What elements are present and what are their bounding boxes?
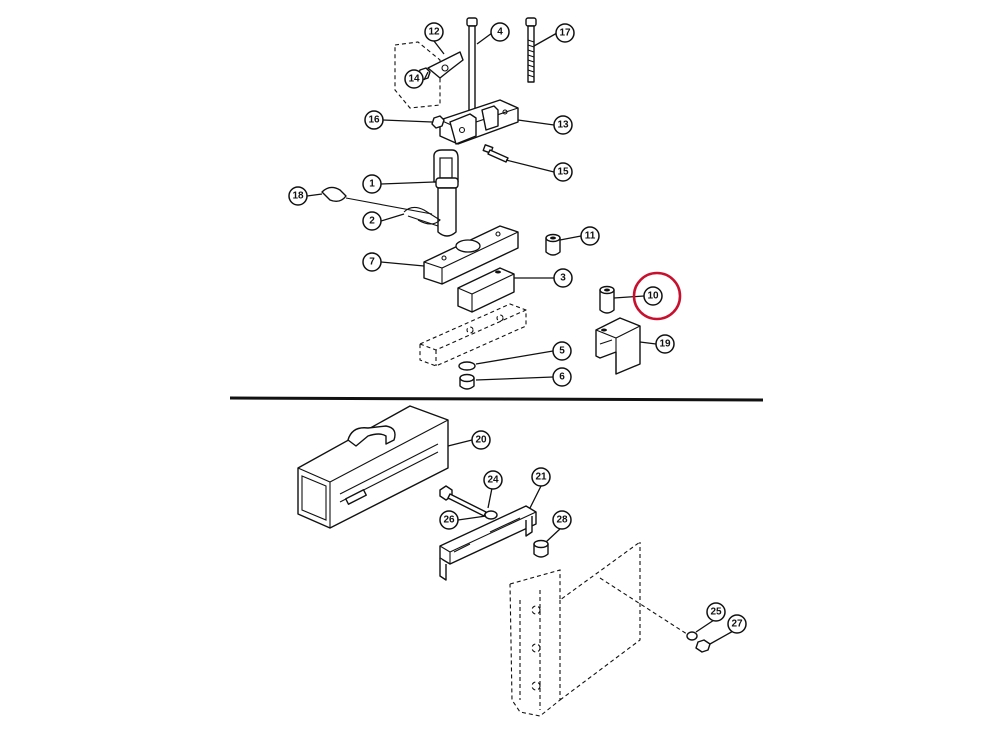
part-10-spacer	[599, 285, 615, 314]
svg-text:20: 20	[475, 435, 487, 446]
svg-text:19: 19	[659, 339, 671, 350]
callout-6: 6	[552, 367, 572, 387]
part-6-nut	[459, 373, 475, 390]
svg-text:10: 10	[647, 291, 659, 302]
highlight-ring-callout-10	[632, 271, 682, 321]
callout-3: 3	[553, 268, 573, 288]
svg-text:14: 14	[408, 74, 420, 85]
part-17-threaded-bolt	[525, 17, 537, 83]
leader-lines-top	[306, 32, 657, 381]
callout-18: 18	[288, 186, 308, 206]
part-5-washer	[458, 361, 476, 371]
svg-text:27: 27	[731, 619, 743, 630]
callout-16: 16	[364, 110, 384, 130]
callout-17: 17	[555, 23, 575, 43]
part-21-slotted-bracket	[439, 505, 537, 581]
frame-dashed	[509, 541, 691, 717]
mounting-plate-dashed	[419, 303, 527, 367]
callout-4: 4	[490, 22, 510, 42]
leader-lines-bottom	[447, 439, 736, 645]
svg-text:2: 2	[369, 216, 375, 227]
callout-24: 24	[483, 470, 503, 490]
part-11-bushing	[545, 233, 561, 256]
svg-text:15: 15	[557, 167, 569, 178]
callout-14: 14	[404, 69, 424, 89]
part-20-tool-box	[297, 405, 449, 529]
part-15-bolt	[482, 144, 509, 163]
svg-text:21: 21	[535, 472, 547, 483]
callout-15: 15	[553, 162, 573, 182]
callout-19: 19	[655, 334, 675, 354]
part-1-hitch-pin	[433, 149, 459, 237]
callout-27: 27	[727, 614, 747, 634]
svg-text:26: 26	[443, 515, 455, 526]
svg-text:6: 6	[559, 372, 565, 383]
svg-text:4: 4	[497, 27, 503, 38]
callout-25: 25	[706, 602, 726, 622]
part-7-plate	[423, 225, 519, 285]
section-divider	[229, 396, 764, 402]
callout-11: 11	[580, 226, 600, 246]
callout-21: 21	[531, 467, 551, 487]
callout-2: 2	[362, 211, 382, 231]
svg-text:28: 28	[556, 515, 568, 526]
svg-text:17: 17	[559, 28, 571, 39]
callout-5: 5	[552, 341, 572, 361]
svg-text:12: 12	[428, 27, 440, 38]
callout-13: 13	[553, 115, 573, 135]
svg-text:1: 1	[369, 179, 375, 190]
callout-10: 10	[643, 286, 663, 306]
part-18-lynch-clip	[321, 186, 433, 215]
part-25-washer	[686, 631, 698, 641]
svg-text:11: 11	[585, 231, 596, 242]
callout-12: 12	[424, 22, 444, 42]
callout-28: 28	[552, 510, 572, 530]
part-4-bolt	[466, 17, 478, 119]
callout-1: 1	[362, 174, 382, 194]
part-13-bracket	[439, 99, 519, 145]
svg-text:25: 25	[710, 607, 722, 618]
svg-text:13: 13	[557, 120, 569, 131]
part-3-block	[457, 267, 515, 313]
part-24-bolt	[439, 485, 487, 517]
part-27-nut	[695, 639, 711, 653]
part-28-bushing	[533, 539, 549, 558]
svg-text:5: 5	[559, 346, 565, 357]
callout-7: 7	[362, 252, 382, 272]
svg-text:16: 16	[368, 115, 380, 126]
part-2-hair-pin	[403, 206, 441, 227]
part-26-washer	[484, 510, 498, 520]
svg-text:24: 24	[487, 475, 499, 486]
callout-20: 20	[471, 430, 491, 450]
svg-text:7: 7	[369, 257, 375, 268]
svg-text:18: 18	[292, 191, 304, 202]
callout-26: 26	[439, 510, 459, 530]
part-16-nut	[431, 115, 445, 129]
part-19-u-bracket	[595, 317, 641, 375]
svg-text:3: 3	[560, 273, 566, 284]
